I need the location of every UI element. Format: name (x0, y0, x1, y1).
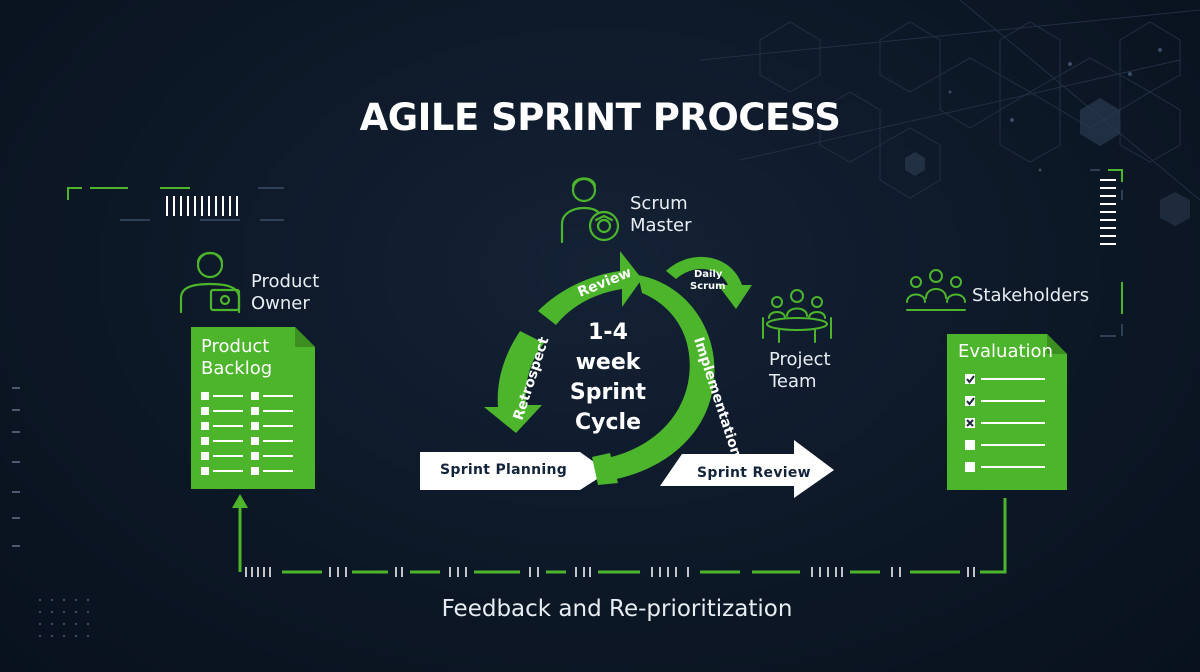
backlog-item-box (201, 422, 209, 430)
backlog-item-box (201, 467, 209, 475)
daily-scrum-arrow (666, 256, 752, 309)
feedback-arrowhead (232, 494, 248, 508)
page-title: AGILE SPRINT PROCESS (359, 96, 841, 139)
sprint-planning-arrow (420, 452, 608, 490)
role-label-project-team: Project Team (769, 349, 831, 392)
sprint-cycle: Review Retrospect Implementation Daily S… (484, 251, 752, 485)
backlog-item-box (251, 392, 259, 400)
evaluation-title: Evaluation (958, 341, 1053, 362)
backlog-item-box (251, 452, 259, 460)
role-label-product-owner: Product Owner (251, 271, 320, 314)
product-backlog-card (191, 327, 315, 489)
feedback-label: Feedback and Re-prioritization (441, 596, 793, 622)
evaluation-card (947, 334, 1067, 490)
evaluation-item-checked (965, 374, 975, 384)
backlog-item-box (251, 467, 259, 475)
backlog-item-box (251, 437, 259, 445)
sprint-review-label: Sprint Review (697, 465, 811, 481)
sprint-cycle-center-text: 1-4 week Sprint Cycle (569, 320, 647, 435)
scrum-master-icon (560, 177, 620, 244)
sprint-review-arrow (660, 440, 834, 498)
cross-icon (966, 419, 974, 427)
product-backlog-title: Product Backlog (201, 336, 273, 379)
check-icon (966, 397, 975, 406)
check-icon (966, 375, 975, 384)
backlog-item-box (201, 392, 209, 400)
review-arrow (538, 251, 642, 325)
sprint-planning-label: Sprint Planning (440, 462, 568, 478)
retrospect-arrow (484, 331, 544, 433)
daily-scrum-label-line1: Daily (694, 269, 723, 280)
role-label-stakeholders: Stakeholders (972, 285, 1090, 306)
backlog-item-box (251, 407, 259, 415)
evaluation-item-empty (965, 462, 975, 472)
backlog-item-box (201, 437, 209, 445)
evaluation-item-empty (965, 440, 975, 450)
backlog-item-box (201, 452, 209, 460)
product-owner-icon (179, 251, 241, 314)
backlog-item-box (251, 422, 259, 430)
project-team-icon (762, 289, 832, 343)
implementation-arrow (602, 275, 715, 481)
evaluation-item-checked (965, 396, 975, 406)
daily-scrum-label-line2: Scrum (690, 281, 726, 292)
role-label-scrum-master: Scrum Master (630, 193, 692, 236)
stakeholders-icon (906, 269, 966, 311)
backlog-item-box (201, 407, 209, 415)
